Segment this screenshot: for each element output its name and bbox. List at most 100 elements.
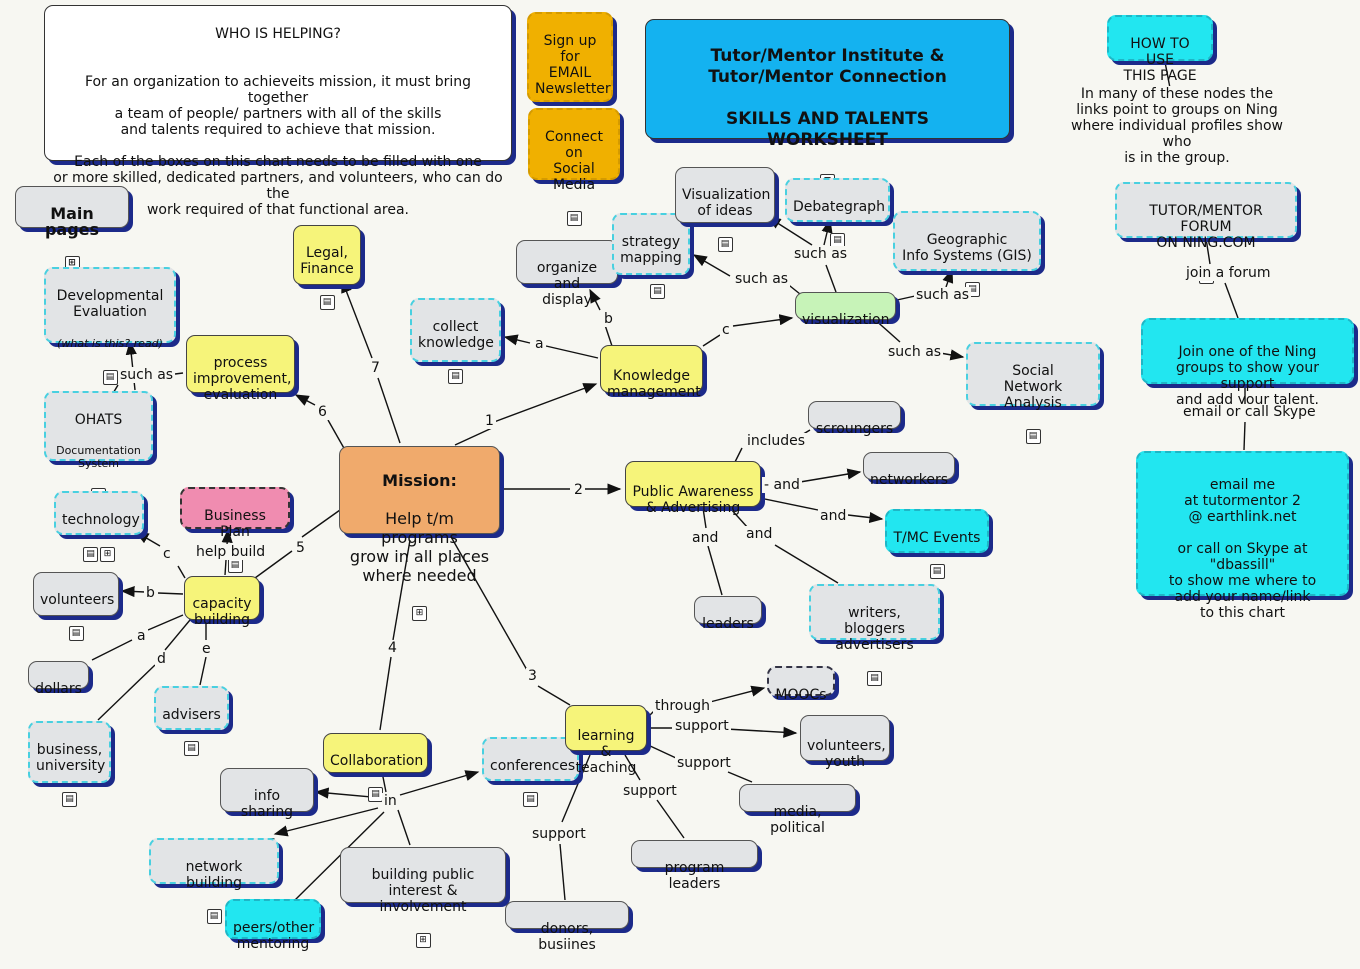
document-icon[interactable]: ▤ (1025, 429, 1041, 444)
business-plan-label: Business Plan (204, 508, 266, 540)
conferences[interactable]: conferences ▤ (482, 737, 579, 807)
email-newsletter-signup[interactable]: Sign up for EMAIL Newsletter ▤ (527, 12, 613, 130)
how-to-use-page[interactable]: HOW TO USE THIS PAGE (1107, 15, 1213, 84)
document-icon[interactable]: ▤ (717, 237, 733, 252)
advisers-label: advisers (162, 707, 221, 723)
advisers[interactable]: advisers ▤ (154, 686, 229, 756)
help-build-label: help build (194, 544, 268, 560)
knowledge-management[interactable]: Knowledge management (600, 345, 703, 400)
leaders[interactable]: leaders (694, 596, 762, 632)
tutor-mentor-forum[interactable]: TUTOR/MENTOR FORUM ON NING.COM ▤ (1115, 182, 1297, 284)
collaboration[interactable]: Collaboration ▤ (323, 733, 428, 802)
document-icon[interactable]: ▤ (867, 671, 882, 686)
ohats-system[interactable]: OHATS Documentation System ▤ (44, 391, 153, 503)
business-plan[interactable]: Business Plan ▤ (180, 487, 290, 573)
visualization[interactable]: visualization (795, 292, 896, 328)
document-icon[interactable]: ▤ (523, 792, 538, 807)
debategraph-label: Debategraph (793, 199, 885, 215)
concept-map-icon[interactable]: ⊞ (412, 606, 427, 621)
public-awareness[interactable]: Public Awareness & Advertising (625, 461, 761, 516)
legal-finance[interactable]: Legal, Finance ▤ (293, 225, 361, 310)
dollars[interactable]: dollars (28, 661, 89, 697)
who-is-helping-text: For an organization to achieveits missio… (53, 74, 503, 218)
technology[interactable]: technology ▤⊞ (54, 491, 144, 562)
network-building[interactable]: network building ▤ (149, 838, 279, 924)
info-sharing[interactable]: info sharing ▤ (220, 768, 314, 853)
how-to-use-label: HOW TO USE THIS PAGE (1123, 36, 1197, 84)
document-icon[interactable]: ▤ (62, 792, 77, 807)
such-as-label: such as (792, 246, 850, 262)
moocs-label: MOOCs (775, 687, 827, 703)
peers-label: peers/other mentoring (233, 920, 315, 952)
business-university[interactable]: business, university ▤ (28, 721, 111, 807)
scroungers[interactable]: scroungers (808, 401, 901, 437)
writers-bloggers[interactable]: writers, bloggers advertisers ▤ (809, 584, 940, 686)
document-icon[interactable]: ▤ (448, 369, 463, 384)
link-label-5: 5 (294, 540, 307, 556)
learning-teaching[interactable]: learning & teaching (565, 705, 647, 776)
volunteers-youth[interactable]: volunteers, youth (800, 715, 890, 770)
join-ning-groups[interactable]: Join one of the Ning groups to show your… (1141, 318, 1354, 408)
donors-business[interactable]: donors, busiines (505, 901, 629, 953)
concept-links (91, 61, 1246, 901)
main-pages[interactable]: Main pages ⊞ (15, 186, 129, 271)
link-label-6: 6 (316, 404, 329, 420)
building-public-interest[interactable]: building public interest & involvement ⊞ (340, 847, 506, 948)
link-label-a: a (135, 628, 148, 644)
document-icon[interactable]: ▤ (206, 909, 222, 924)
mission-text: Help t/m programs grow in all places whe… (349, 509, 490, 585)
media-political[interactable]: media, political (739, 784, 856, 836)
tmc-events-label: T/MC Events (893, 530, 981, 546)
link-label-a: a (533, 336, 546, 352)
dev-eval-note: (what is this? read) (57, 337, 163, 350)
support-label: support (675, 755, 733, 771)
document-icon[interactable]: ▤ (102, 370, 118, 385)
email-me-text: email me at tutormentor 2 @ earthlink.ne… (1168, 477, 1317, 621)
and-label: and (690, 530, 721, 546)
email-me-box[interactable]: email me at tutormentor 2 @ earthlink.ne… (1136, 451, 1349, 621)
process-improvement[interactable]: process improvement, evaluation (186, 335, 295, 403)
scroungers-label: scroungers (815, 421, 894, 437)
peers-mentoring[interactable]: peers/other mentoring (225, 899, 321, 952)
developmental-evaluation[interactable]: Developmental Evaluation (what is this? … (44, 267, 176, 385)
debategraph[interactable]: Debategraph ▤ (785, 178, 890, 248)
link-label-7: 7 (369, 360, 382, 376)
document-icon[interactable]: ▤ (184, 741, 199, 756)
support-label: support (530, 826, 588, 842)
document-icon[interactable]: ▤ (319, 295, 335, 310)
connect-social-media[interactable]: Connect on Social Media ▤ (528, 108, 620, 226)
join-ning-label: Join one of the Ning groups to show your… (1175, 344, 1320, 408)
document-icon[interactable]: ▤ (566, 211, 582, 226)
link-label-b: b (144, 585, 157, 601)
visualization-of-ideas[interactable]: Visualization of ideas ▤ (675, 167, 775, 252)
document-icon[interactable]: ▤ (83, 547, 98, 562)
and-label: and (744, 526, 775, 542)
program-leaders[interactable]: program leaders (631, 840, 758, 892)
collect-knowledge[interactable]: collect knowledge ▤ (410, 298, 501, 384)
page-title: Tutor/Mentor Institute & Tutor/Mentor Co… (645, 19, 1010, 189)
capacity-label: capacity building (192, 596, 252, 628)
document-icon[interactable]: ▤ (68, 626, 84, 641)
concept-map-icon[interactable]: ⊞ (100, 547, 115, 562)
ohats-sublabel: Documentation System (56, 444, 141, 470)
moocs[interactable]: MOOCs (767, 666, 835, 703)
building-public-label: building public interest & involvement (371, 867, 475, 915)
dev-eval-label: Developmental Evaluation (56, 288, 164, 320)
document-icon[interactable]: ▤ (650, 284, 665, 299)
networkers[interactable]: networkers (863, 452, 955, 488)
social-network-analysis[interactable]: Social Network Analysis ▤ (966, 342, 1100, 444)
forum-label: TUTOR/MENTOR FORUM ON NING.COM (1149, 203, 1263, 251)
geographic-info-systems[interactable]: Geographic Info Systems (GIS) ▤ (893, 211, 1041, 297)
volunteers[interactable]: volunteers ▤ (33, 572, 119, 641)
tmc-events[interactable]: T/MC Events ▤ (885, 509, 989, 579)
organize-display[interactable]: organize and display (516, 240, 618, 308)
concept-map-icon[interactable]: ⊞ (415, 933, 431, 948)
media-political-label: media, political (770, 804, 825, 836)
such-as-label: such as (914, 287, 972, 303)
mission[interactable]: Mission: Help t/m programs grow in all p… (339, 446, 500, 621)
capacity-building[interactable]: capacity building (184, 576, 260, 628)
document-icon[interactable]: ▤ (929, 564, 945, 579)
document-icon[interactable]: ▤ (368, 787, 383, 802)
strategy-mapping[interactable]: strategy mapping ▤ (612, 213, 690, 299)
document-icon[interactable]: ▤ (227, 558, 243, 573)
